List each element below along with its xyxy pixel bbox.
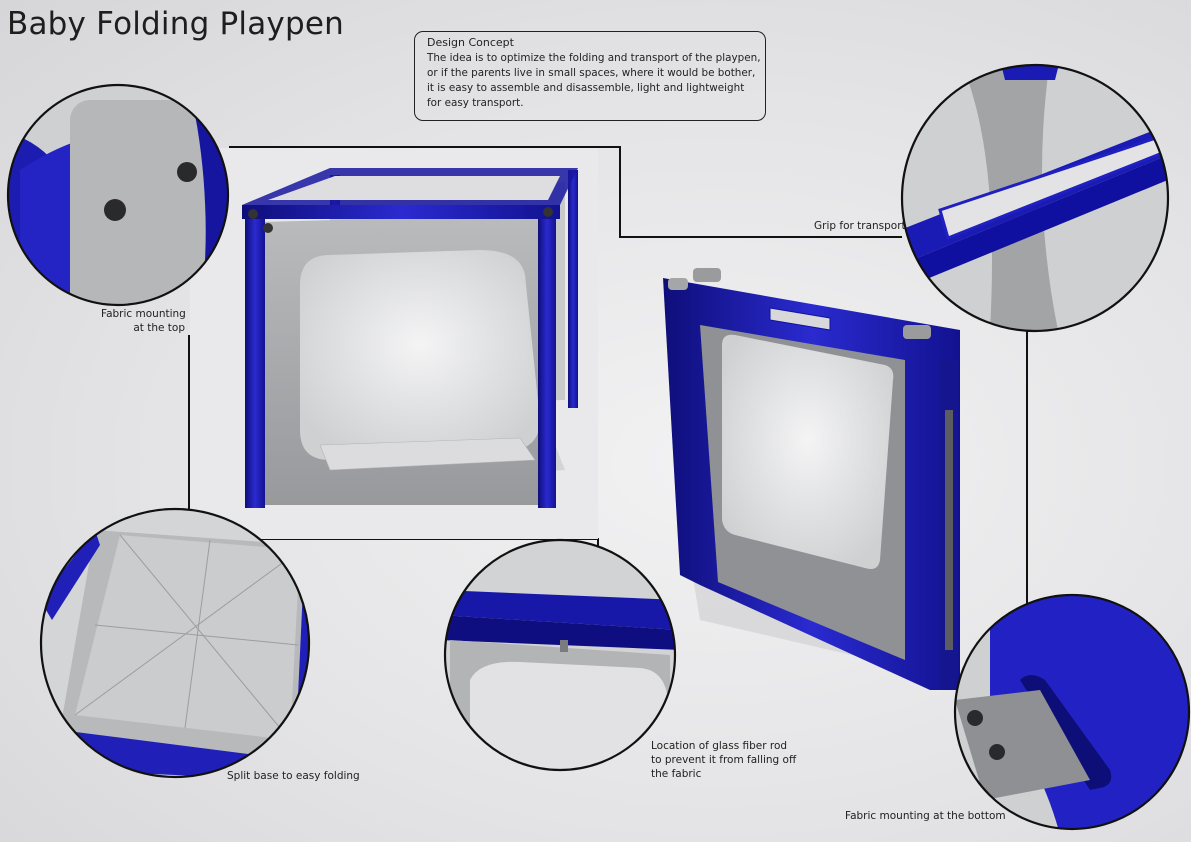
hinge-icon <box>248 209 258 219</box>
folded-window <box>722 334 894 569</box>
detail-circle-border <box>953 593 1191 831</box>
cube-post <box>568 170 578 408</box>
design-concept-line: for easy transport. <box>427 97 524 109</box>
rivet-icon <box>967 710 983 726</box>
detail-circle-border <box>443 538 677 772</box>
label-line: at the top <box>133 322 185 334</box>
cube-post <box>245 208 265 508</box>
hinge-icon <box>263 223 273 233</box>
cube-post <box>538 208 556 508</box>
cube-top-rail <box>242 205 560 219</box>
rivet-icon <box>104 199 126 221</box>
label-glass-fiber: Location of glass fiber rod to prevent i… <box>651 739 796 781</box>
glass-fiber-rod <box>560 640 568 652</box>
hinge-top <box>903 325 931 339</box>
label-split-base: Split base to easy folding <box>227 770 360 782</box>
label-fabric-bottom: Fabric mounting at the bottom <box>845 810 1006 822</box>
detail-circle-border <box>900 63 1170 333</box>
grip-handle <box>769 307 831 331</box>
page-title: Baby Folding Playpen <box>7 6 344 42</box>
design-concept-heading: Design Concept <box>427 36 514 49</box>
label-line: to prevent it from falling off <box>651 754 797 766</box>
folded-playpen <box>663 268 960 690</box>
detail-fabric-bottom <box>955 595 1189 829</box>
hinge-icon <box>543 207 553 217</box>
glass-fiber-rod <box>945 410 953 650</box>
label-line: the fabric <box>651 768 702 780</box>
detail-grip <box>902 65 1168 331</box>
rivet-icon <box>177 162 197 182</box>
hinge-top <box>693 268 721 282</box>
design-concept-line: The idea is to optimize the folding and … <box>427 52 761 64</box>
detail-circle-border <box>6 83 230 307</box>
design-concept-line: it is easy to assemble and disassemble, … <box>427 82 745 94</box>
cube-front-window <box>300 250 540 460</box>
cube-top-rail-inner <box>268 176 560 200</box>
detail-glass-fiber <box>445 540 675 770</box>
rivet-icon <box>989 744 1005 760</box>
cube-playpen <box>242 168 578 508</box>
connector-line <box>229 146 902 238</box>
design-concept-line: or if the parents live in small spaces, … <box>427 67 756 79</box>
label-grip: Grip for transport <box>814 220 906 232</box>
detail-circle-border <box>39 507 311 779</box>
cube-inner-floor <box>319 437 536 471</box>
detail-split-base <box>41 509 309 777</box>
label-line: Location of glass fiber rod <box>651 740 788 752</box>
hinge-top <box>668 278 688 290</box>
label-fabric-top: Fabric mounting at the top <box>101 307 186 335</box>
design-concept-box: Design Concept The idea is to optimize t… <box>414 31 766 121</box>
label-line: Fabric mounting <box>101 308 186 320</box>
